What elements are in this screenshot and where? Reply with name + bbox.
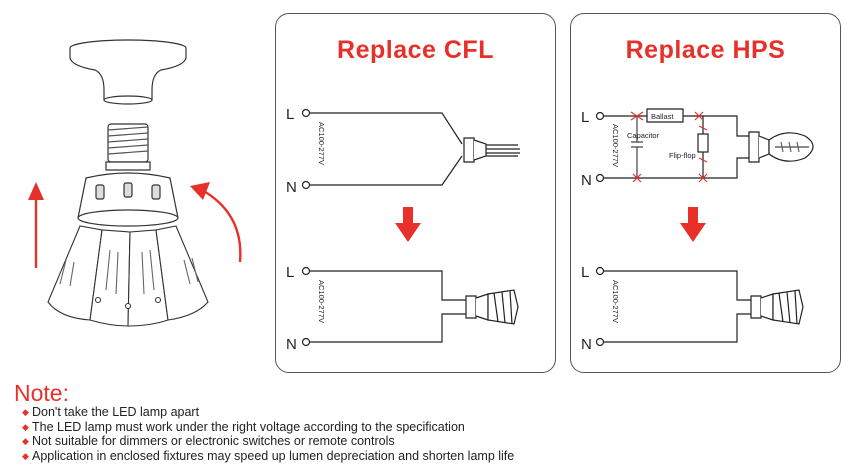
cfl-old-wiring <box>301 108 520 190</box>
up-arrow-icon <box>28 182 44 268</box>
lamp-collar <box>77 172 179 227</box>
notes-list: ◆Don't take the LED lamp apart ◆The LED … <box>22 405 514 463</box>
capacitor-label: Capacitor <box>627 131 660 140</box>
replace-hps-panel: Replace HPS <box>570 13 841 373</box>
flipflop-label: Flip-flop <box>669 151 696 160</box>
screw-base <box>105 123 151 171</box>
diamond-icon: ◆ <box>22 450 29 461</box>
note-text: Not suitable for dimmers or electronic s… <box>32 434 395 448</box>
note-item: ◆The LED lamp must work under the right … <box>22 420 514 435</box>
line-terminal-label: L <box>286 106 294 123</box>
voltage-label: AC100-277V <box>317 280 326 323</box>
lamp-installation-illustration <box>28 39 242 327</box>
panel-title: Replace CFL <box>337 36 494 64</box>
note-item: ◆Don't take the LED lamp apart <box>22 405 514 420</box>
ballast-label: Ballast <box>651 112 674 121</box>
note-text: Don't take the LED lamp apart <box>32 405 200 419</box>
voltage-label: AC100-277V <box>317 122 326 165</box>
down-arrow-icon <box>680 207 706 242</box>
voltage-label: AC100-277V <box>611 124 620 167</box>
neutral-terminal-label: N <box>581 336 592 353</box>
replace-cfl-panel: Replace CFL L N AC100-277V <box>275 13 556 373</box>
neutral-terminal-label: N <box>286 179 297 196</box>
diamond-icon: ◆ <box>22 421 29 432</box>
line-terminal-label: L <box>286 264 294 281</box>
line-terminal-label: L <box>581 264 589 281</box>
note-title: Note: <box>14 380 69 406</box>
note-text: The LED lamp must work under the right v… <box>32 419 465 434</box>
down-arrow-icon <box>395 207 421 242</box>
rotate-arrow-icon <box>190 182 242 263</box>
cfl-wiring-diagrams: L N AC100-277V L N AC100-277V <box>286 106 520 353</box>
line-terminal-label: L <box>581 109 589 126</box>
note-item: ◆Application in enclosed fixtures may sp… <box>22 449 514 464</box>
diamond-icon: ◆ <box>22 407 29 417</box>
hps-led-wiring <box>595 266 804 347</box>
note-text: Application in enclosed fixtures may spe… <box>32 448 515 463</box>
note-item: ◆Not suitable for dimmers or electronic … <box>22 434 514 449</box>
voltage-label: AC100-277V <box>611 280 620 323</box>
diamond-icon: ◆ <box>22 436 29 446</box>
hps-wiring-diagrams: Ballast Capacitor Flip-flop L N AC100-27… <box>581 108 814 353</box>
neutral-terminal-label: N <box>581 172 592 189</box>
panel-title: Replace HPS <box>625 36 786 64</box>
hps-old-wiring <box>595 108 814 183</box>
cut-marks <box>630 111 708 183</box>
socket-holder <box>69 39 187 105</box>
cfl-led-wiring <box>301 266 519 347</box>
neutral-terminal-label: N <box>286 336 297 353</box>
led-fins <box>47 225 209 327</box>
